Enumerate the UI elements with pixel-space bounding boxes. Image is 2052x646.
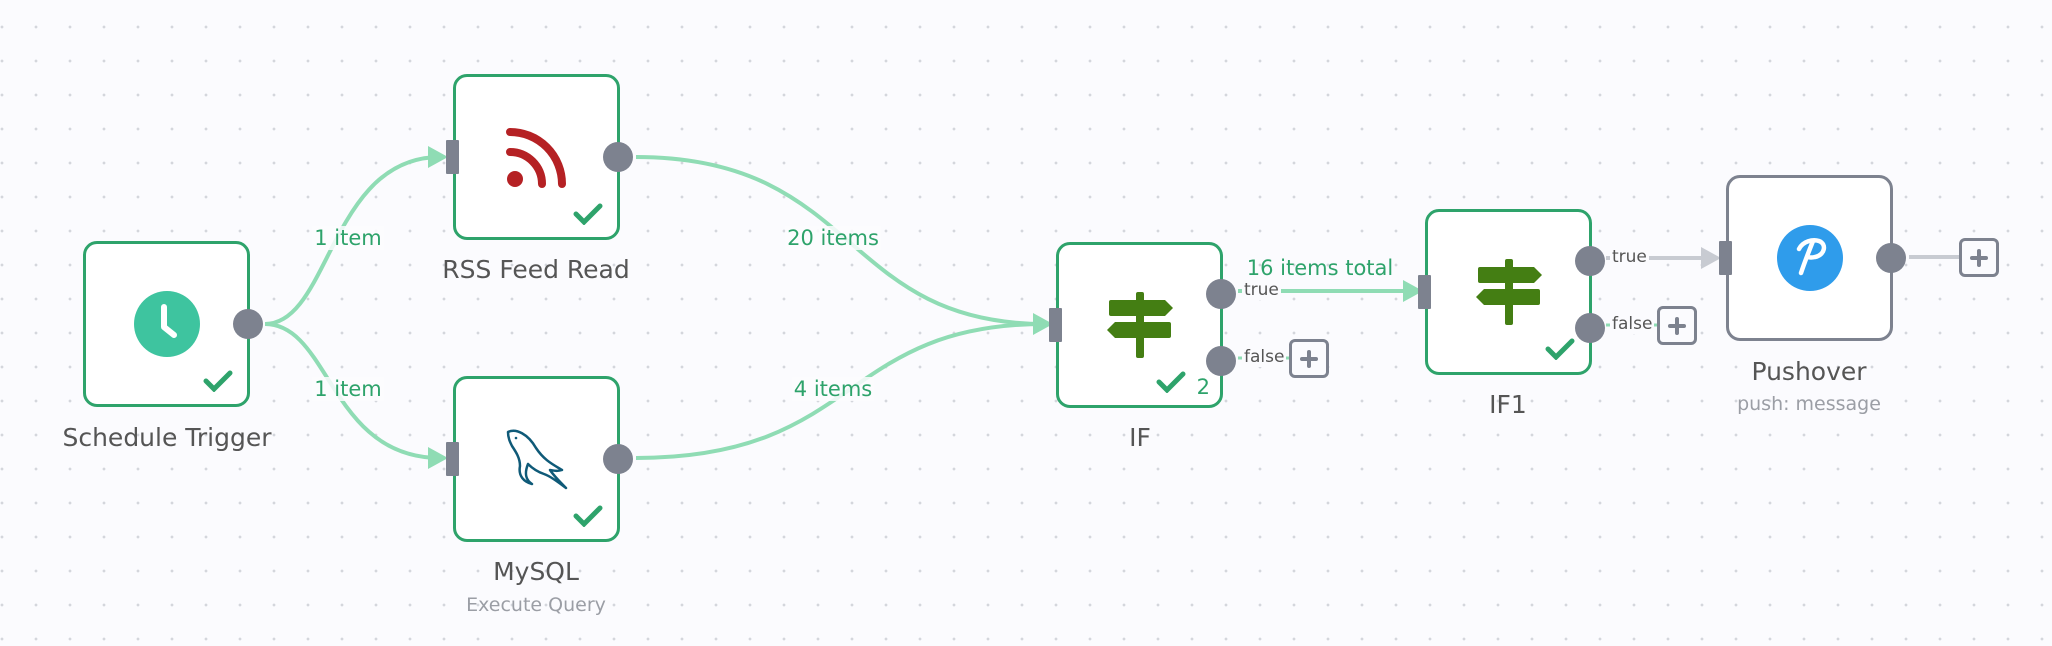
node-schedule-trigger[interactable] <box>83 241 263 407</box>
node-mysql[interactable] <box>446 376 633 542</box>
edge-arrow <box>1403 280 1423 302</box>
node-title-if: IF <box>1129 423 1151 452</box>
success-check-icon <box>573 203 603 225</box>
input-port[interactable] <box>446 140 459 174</box>
success-check-icon <box>1545 338 1575 360</box>
node-if1[interactable] <box>1418 209 1605 375</box>
node-subtitle-mysql: Execute Query <box>466 594 606 616</box>
branch-label-false: false <box>1610 314 1655 334</box>
node-title-if1: IF1 <box>1489 390 1527 419</box>
pushover-icon <box>1776 225 1843 291</box>
mysql-dolphin-icon <box>506 429 567 490</box>
node-rss-feed-read[interactable] <box>446 74 633 240</box>
edge-label-rss-to-if: 20 items <box>785 226 881 250</box>
output-port-false[interactable] <box>1575 313 1605 343</box>
branch-label-true: true <box>1610 247 1649 267</box>
output-port[interactable] <box>603 142 633 172</box>
success-check-icon <box>573 505 603 527</box>
node-title-mysql: MySQL <box>493 557 579 586</box>
output-port[interactable] <box>603 444 633 474</box>
success-check-icon <box>1156 371 1186 393</box>
node-subtitle-pushover: push: message <box>1737 393 1881 415</box>
output-port[interactable] <box>1876 243 1906 273</box>
node-title-schedule-trigger: Schedule Trigger <box>62 423 272 452</box>
signpost-icon <box>1475 259 1542 325</box>
edge-label-mysql-to-if: 4 items <box>791 377 875 401</box>
input-port[interactable] <box>1418 275 1431 309</box>
signpost-icon <box>1106 292 1173 358</box>
add-node-button[interactable] <box>1289 339 1329 378</box>
input-port[interactable] <box>446 442 459 476</box>
clock-icon <box>133 291 200 357</box>
branch-label-true: true <box>1242 280 1281 300</box>
output-port-true[interactable] <box>1206 279 1236 309</box>
rss-icon <box>505 128 566 188</box>
add-node-button[interactable] <box>1657 306 1697 345</box>
edge-label-schedule-to-mysql: 1 item <box>312 377 384 401</box>
add-node-button[interactable] <box>1959 238 1999 277</box>
output-port-true[interactable] <box>1575 246 1605 276</box>
input-port[interactable] <box>1719 241 1732 275</box>
edge-arrow <box>428 146 448 168</box>
edge-arrow <box>428 447 448 469</box>
node-pushover[interactable] <box>1719 175 1906 341</box>
success-check-icon <box>203 370 233 392</box>
node-title-rss-feed-read: RSS Feed Read <box>442 255 630 284</box>
node-if[interactable]: 2 <box>1049 242 1236 408</box>
run-count-badge: 2 <box>1196 375 1210 399</box>
node-title-pushover: Pushover <box>1751 357 1867 386</box>
input-port[interactable] <box>1049 308 1062 342</box>
output-port-false[interactable] <box>1206 346 1236 376</box>
edge-arrow <box>1701 247 1721 269</box>
branch-label-false: false <box>1242 347 1287 367</box>
edge-label-if-true-to-if1: 16 items total <box>1246 256 1394 280</box>
output-port[interactable] <box>233 309 263 339</box>
edge-label-schedule-to-rss: 1 item <box>312 226 384 250</box>
